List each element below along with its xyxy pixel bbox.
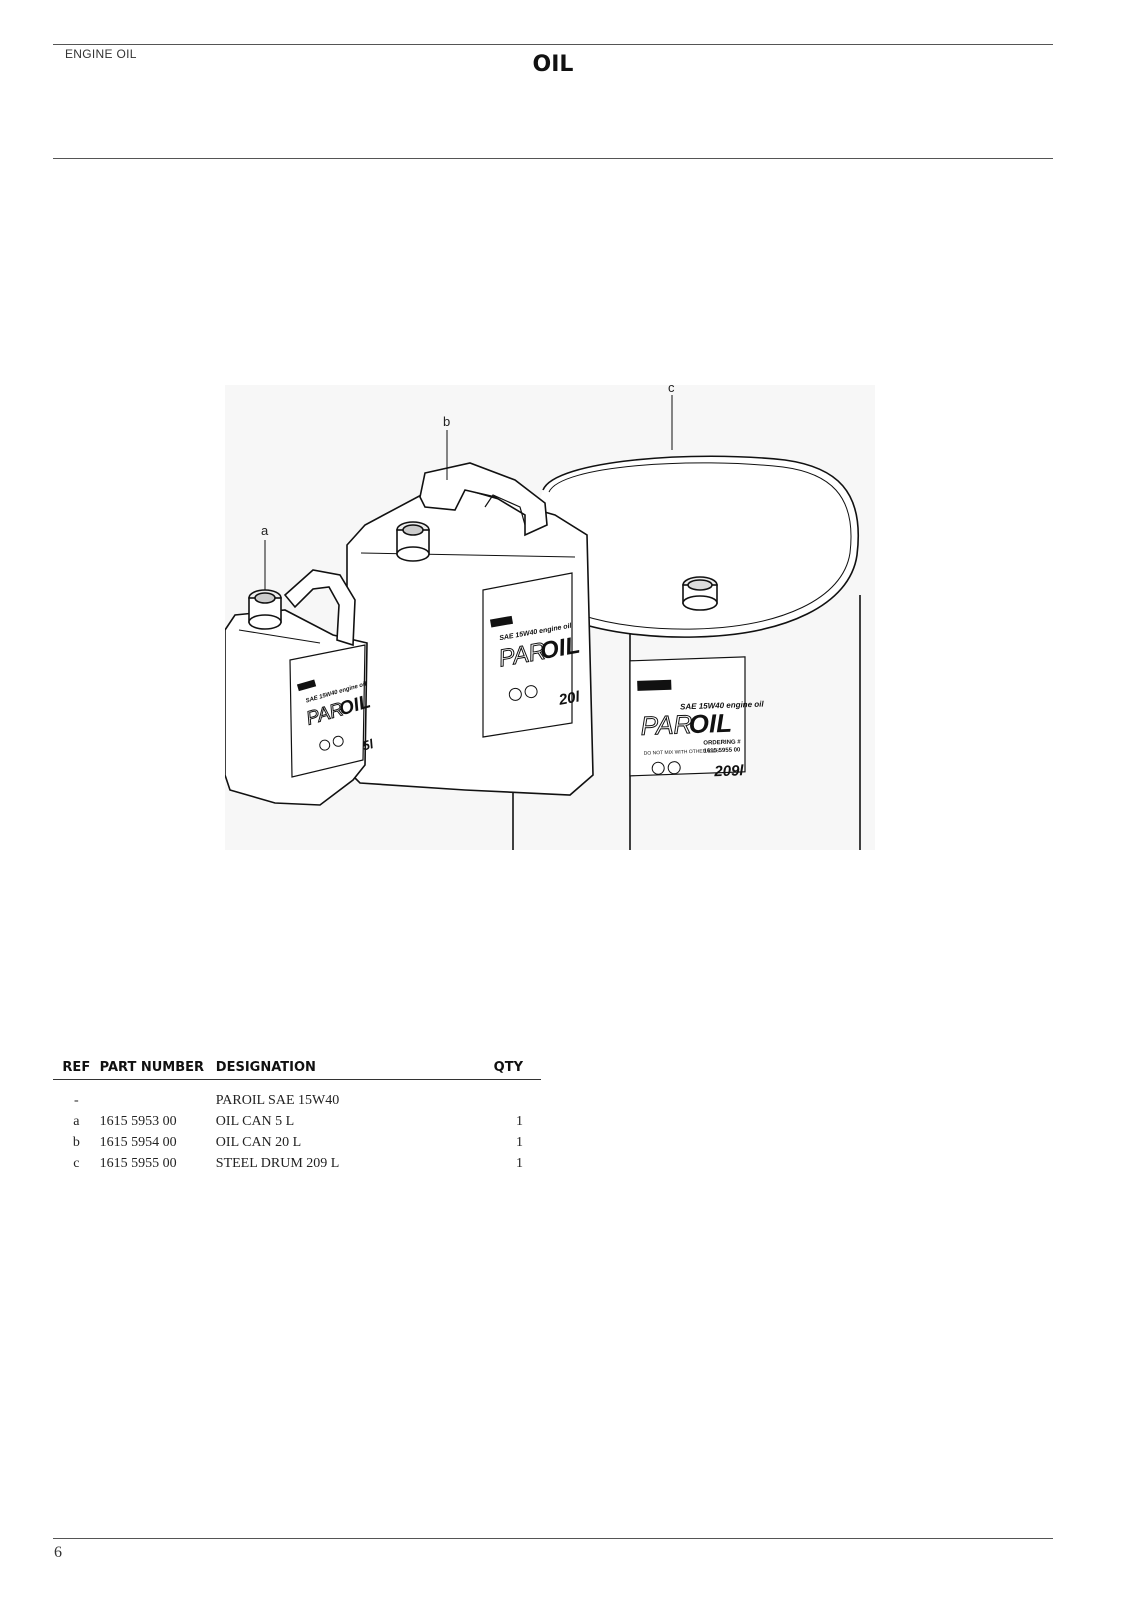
table-row: c 1615 5955 00 STEEL DRUM 209 L 1: [53, 1153, 541, 1174]
oil-can-20l: [346, 462, 594, 850]
header-bottom-rule: [53, 158, 1053, 159]
header-ref: REF: [53, 1060, 100, 1080]
drum-label-oil: OIL: [688, 708, 732, 739]
table-row: - PAROIL SAE 15W40: [53, 1080, 541, 1112]
row-qty: 1: [516, 1113, 523, 1129]
row-designation: OIL CAN 5 L: [215, 1113, 295, 1129]
drum-label-warning: DO NOT MIX WITH OTHER OILS: [644, 748, 720, 757]
row-part-number: 1615 5955 00: [99, 1155, 177, 1171]
oil-can-5l: [224, 569, 368, 806]
callout-a: a: [261, 523, 269, 538]
page-title: OIL: [532, 52, 574, 77]
row-part-number: 1615 5954 00: [99, 1134, 177, 1150]
row-ref: c: [73, 1155, 80, 1171]
section-label: ENGINE OIL: [65, 47, 137, 61]
drum-label-volume: 209l: [713, 762, 745, 780]
row-ref: b: [72, 1134, 80, 1150]
oil-containers-illustration: SAE 15W40 engine oil PAR OIL ORDERING # …: [224, 380, 875, 850]
can-20l-label-volume: 20l: [557, 688, 582, 709]
row-designation: OIL CAN 20 L: [215, 1134, 302, 1150]
row-qty: 1: [516, 1134, 523, 1150]
header-designation: DESIGNATION: [215, 1060, 475, 1080]
table-row: a 1615 5953 00 OIL CAN 5 L 1: [53, 1111, 541, 1132]
drum-label-grade: SAE 15W40 engine oil: [680, 700, 765, 712]
parts-table-header: REF PART NUMBER DESIGNATION QTY: [53, 1060, 541, 1080]
row-part-number: 1615 5953 00: [99, 1113, 177, 1129]
header-top-rule: [53, 44, 1053, 45]
drum-label-par: PAR: [640, 709, 693, 741]
row-qty: 1: [516, 1155, 523, 1171]
callout-b: b: [443, 414, 450, 429]
page-number: 6: [54, 1544, 62, 1561]
header-part-number: PART NUMBER: [99, 1060, 216, 1080]
parts-table: REF PART NUMBER DESIGNATION QTY - PAROIL…: [53, 1060, 541, 1174]
row-qty: [474, 1080, 541, 1112]
drum-label: SAE 15W40 engine oil PAR OIL ORDERING # …: [637, 679, 765, 780]
drum-label-order: ORDERING #: [703, 739, 741, 746]
header-qty: QTY: [474, 1060, 541, 1080]
row-part-number: [100, 1080, 216, 1112]
can-5l-label-volume: 5l: [360, 736, 375, 754]
drum-label-order-no: 1615 5955 00: [704, 747, 742, 754]
table-row: b 1615 5954 00 OIL CAN 20 L 1: [53, 1132, 541, 1153]
row-designation: STEEL DRUM 209 L: [215, 1155, 340, 1171]
oil-containers-figure: SAE 15W40 engine oil PAR OIL ORDERING # …: [224, 380, 875, 850]
row-designation: PAROIL SAE 15W40: [215, 1092, 340, 1108]
row-ref: -: [73, 1092, 79, 1108]
row-ref: a: [73, 1113, 80, 1129]
callout-c: c: [668, 385, 675, 395]
footer-rule: [53, 1538, 1053, 1539]
